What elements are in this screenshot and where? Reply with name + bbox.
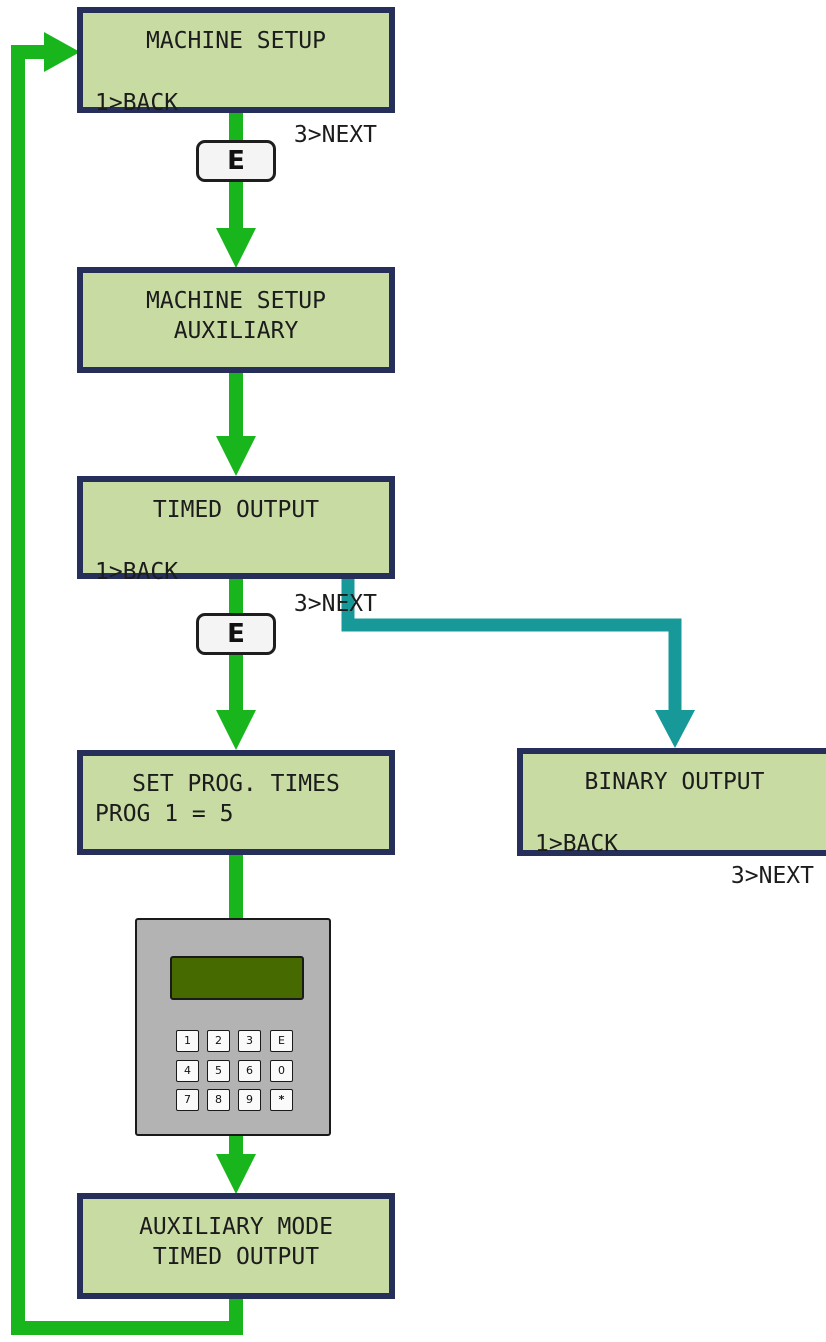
keypad-key-6[interactable]: 6 — [238, 1060, 261, 1082]
branch-line-to-binary — [341, 576, 682, 712]
keypad-key-3[interactable]: 3 — [238, 1030, 261, 1052]
keypad-key-e[interactable]: E — [270, 1030, 293, 1052]
keypad-display-screen — [170, 956, 304, 1000]
lcd-machine-setup-nav: MACHINE SETUP 1>BACK 3>NEXT — [77, 7, 395, 148]
keypad-key-5[interactable]: 5 — [207, 1060, 230, 1082]
lcd-line-1: BINARY OUTPUT — [584, 769, 765, 795]
lcd-machine-setup-auxiliary: MACHINE SETUP AUXILIARY — [77, 267, 395, 373]
arrowhead-aux — [216, 228, 256, 268]
keypad-device: 1 2 3 E 4 5 6 0 7 8 9 * — [135, 918, 331, 1136]
arrowhead-binary — [655, 710, 695, 748]
keypad-key-0[interactable]: 0 — [270, 1060, 293, 1082]
keypad-key-9[interactable]: 9 — [238, 1089, 261, 1111]
arrowhead-return — [44, 32, 80, 72]
lcd-timed-output: TIMED OUTPUT 1>BACK 3>NEXT — [77, 476, 395, 617]
enter-key-button-1[interactable]: E — [196, 140, 276, 182]
lcd-line-2: TIMED OUTPUT — [152, 1244, 320, 1270]
arrowhead-setprog — [216, 710, 256, 750]
keypad-key-star[interactable]: * — [270, 1089, 293, 1111]
next-option: 3>NEXT — [293, 591, 377, 617]
lcd-line-1: TIMED OUTPUT — [152, 497, 320, 523]
lcd-line-1: AUXILIARY MODE — [139, 1214, 333, 1240]
return-loop-line — [11, 45, 243, 1335]
arrowhead-auxmode — [216, 1154, 256, 1194]
lcd-auxiliary-mode: AUXILIARY MODE TIMED OUTPUT — [77, 1193, 395, 1299]
lcd-line-1: MACHINE SETUP — [145, 28, 326, 54]
lcd-line-2: PROG 1 = 5 — [95, 801, 234, 827]
next-option: 3>NEXT — [293, 122, 377, 148]
back-option: 1>BACK — [535, 831, 619, 857]
lcd-set-prog-times: SET PROG. TIMES PROG 1 = 5 — [77, 750, 395, 855]
back-option: 1>BACK — [95, 90, 179, 116]
keypad-key-1[interactable]: 1 — [176, 1030, 199, 1052]
lcd-line-1: SET PROG. TIMES — [132, 771, 340, 797]
lcd-line-2: 1>BACK 3>NEXT — [535, 796, 814, 924]
keypad-key-7[interactable]: 7 — [176, 1089, 199, 1111]
keypad-key-8[interactable]: 8 — [207, 1089, 230, 1111]
enter-key-button-2[interactable]: E — [196, 613, 276, 655]
lcd-line-2: 1>BACK 3>NEXT — [95, 524, 377, 652]
next-option: 3>NEXT — [730, 863, 814, 889]
keypad-key-4[interactable]: 4 — [176, 1060, 199, 1082]
back-option: 1>BACK — [95, 559, 179, 585]
lcd-binary-output: BINARY OUTPUT 1>BACK 3>NEXT — [517, 748, 826, 889]
lcd-line-1: MACHINE SETUP — [145, 288, 326, 314]
lcd-line-2: AUXILIARY — [173, 318, 299, 344]
arrowhead-timed — [216, 436, 256, 476]
keypad-key-2[interactable]: 2 — [207, 1030, 230, 1052]
lcd-line-2: 1>BACK 3>NEXT — [95, 55, 377, 183]
